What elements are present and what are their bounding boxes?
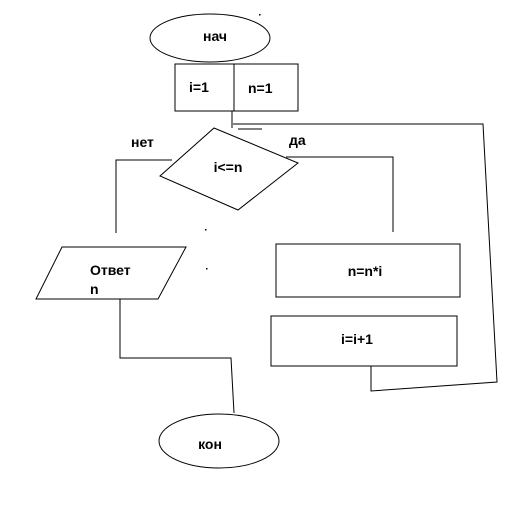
connector-loop-back bbox=[233, 123, 498, 392]
init-block bbox=[174, 63, 299, 112]
start-terminator bbox=[149, 13, 271, 63]
connector-output-end bbox=[119, 299, 235, 414]
output-label-answer: Ответ bbox=[90, 262, 131, 278]
end-terminator bbox=[158, 413, 280, 469]
start-label: нач bbox=[202, 28, 228, 44]
process-multiply-label: n=n*i bbox=[347, 263, 383, 279]
process-increment-box bbox=[270, 315, 458, 367]
output-parallelogram bbox=[35, 246, 187, 300]
connector-no-branch bbox=[115, 159, 172, 233]
decision-diamond bbox=[159, 127, 299, 211]
process-multiply-box bbox=[275, 243, 461, 298]
stray-speck bbox=[205, 229, 207, 231]
process-increment-label: i=i+1 bbox=[341, 331, 373, 347]
branch-yes-label: да bbox=[289, 132, 306, 148]
condition-label: i<=n bbox=[213, 159, 243, 175]
branch-no-label: нет bbox=[131, 134, 154, 150]
connector-yes-branch bbox=[286, 156, 394, 232]
output-label-n: n bbox=[90, 281, 99, 297]
end-label: кон bbox=[198, 436, 222, 452]
init-i-label: i=1 bbox=[189, 79, 209, 95]
init-n-label: n=1 bbox=[248, 80, 273, 96]
stray-speck bbox=[206, 268, 208, 270]
stray-speck bbox=[259, 14, 261, 16]
